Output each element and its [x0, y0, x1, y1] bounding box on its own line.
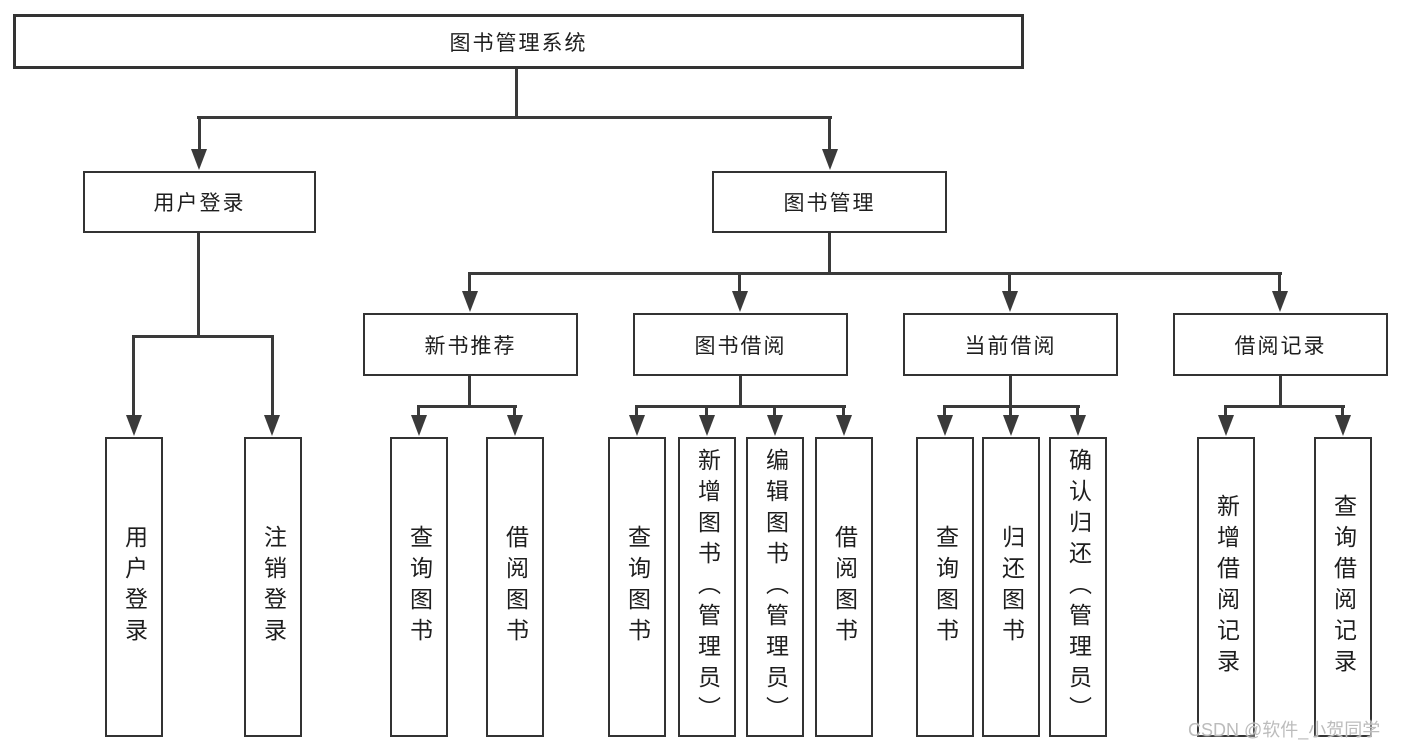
- connector-drop-query-books-1: [417, 405, 420, 418]
- leaf-confirm-return-admin: 确认归还（管理员）: [1049, 437, 1107, 737]
- connector-drop-book-management: [828, 116, 831, 152]
- connector-user-login-branch: [132, 335, 274, 338]
- arrow-leaf-logout-icon: [264, 415, 280, 436]
- connector-drop-borrow-books-1: [513, 405, 516, 418]
- node-book-management-label: 图书管理: [783, 192, 876, 215]
- connector-drop-leaf-logout: [271, 335, 274, 418]
- connector-borrow-records-branch: [1224, 405, 1345, 408]
- leaf-edit-book-admin: 编辑图书（管理员）: [746, 437, 804, 737]
- leaf-query-borrow-record: 查询借阅记录: [1314, 437, 1372, 737]
- leaf-user-login-label: 用户登录: [121, 525, 148, 649]
- connector-drop-add-book: [705, 405, 708, 418]
- csdn-watermark: CSDN @软件_小贺同学: [1188, 720, 1381, 740]
- connector-borrow-records-stem: [1279, 376, 1282, 408]
- node-new-book-recommend-label: 新书推荐: [424, 334, 517, 358]
- leaf-query-books-1-label: 查询图书: [406, 525, 433, 649]
- leaf-return-book: 归还图书: [982, 437, 1040, 737]
- leaf-borrow-books-2: 借阅图书: [815, 437, 873, 737]
- leaf-add-borrow-record: 新增借阅记录: [1197, 437, 1255, 737]
- connector-current-borrow-stem: [1009, 376, 1012, 408]
- connector-book-management-branch: [468, 272, 1282, 275]
- arrow-query-books-2-icon: [629, 415, 645, 436]
- connector-drop-borrow-records: [1278, 272, 1281, 294]
- leaf-borrow-books-2-label: 借阅图书: [831, 525, 858, 649]
- connector-new-book-stem: [468, 376, 471, 408]
- arrow-book-borrow-icon: [732, 291, 748, 312]
- connector-book-borrow-branch: [635, 405, 846, 408]
- node-book-borrow: 图书借阅: [633, 313, 848, 376]
- node-book-management: 图书管理: [712, 171, 947, 233]
- leaf-query-borrow-record-label: 查询借阅记录: [1330, 494, 1357, 680]
- leaf-add-book-admin: 新增图书（管理员）: [678, 437, 736, 737]
- arrow-add-record-icon: [1218, 415, 1234, 436]
- arrow-user-login-icon: [191, 149, 207, 170]
- leaf-query-books-3: 查询图书: [916, 437, 974, 737]
- connector-drop-user-login: [198, 116, 201, 152]
- node-current-borrow: 当前借阅: [903, 313, 1118, 376]
- connector-book-management-stem: [828, 233, 831, 275]
- arrow-confirm-return-icon: [1070, 415, 1086, 436]
- arrow-query-books-1-icon: [411, 415, 427, 436]
- arrow-borrow-records-icon: [1272, 291, 1288, 312]
- arrow-new-book-icon: [462, 291, 478, 312]
- leaf-add-borrow-record-label: 新增借阅记录: [1213, 494, 1240, 680]
- connector-drop-leaf-user-login: [132, 335, 135, 418]
- connector-new-book-branch: [417, 405, 517, 408]
- connector-drop-current-borrow: [1008, 272, 1011, 294]
- arrow-leaf-user-login-icon: [126, 415, 142, 436]
- node-borrow-records: 借阅记录: [1173, 313, 1388, 376]
- connector-drop-query-record: [1341, 405, 1344, 418]
- arrow-borrow-books-1-icon: [507, 415, 523, 436]
- connector-root-branch: [197, 116, 832, 119]
- leaf-confirm-return-admin-label: 确认归还（管理员）: [1065, 447, 1092, 727]
- connector-user-login-stem: [197, 233, 200, 338]
- connector-drop-return-book: [1009, 405, 1012, 418]
- leaf-query-books-2-label: 查询图书: [624, 525, 651, 649]
- node-book-borrow-label: 图书借阅: [694, 334, 787, 358]
- leaf-query-books-1: 查询图书: [390, 437, 448, 737]
- node-user-login: 用户登录: [83, 171, 316, 233]
- connector-drop-book-borrow: [738, 272, 741, 294]
- leaf-logout: 注销登录: [244, 437, 302, 737]
- leaf-user-login: 用户登录: [105, 437, 163, 737]
- leaf-borrow-books-1-label: 借阅图书: [502, 525, 529, 649]
- connector-drop-confirm-return: [1076, 405, 1079, 418]
- leaf-edit-book-admin-label: 编辑图书（管理员）: [762, 447, 789, 727]
- arrow-add-book-icon: [699, 415, 715, 436]
- arrow-return-book-icon: [1003, 415, 1019, 436]
- arrow-current-borrow-icon: [1002, 291, 1018, 312]
- connector-drop-new-book: [468, 272, 471, 294]
- node-user-login-label: 用户登录: [153, 192, 246, 215]
- connector-book-borrow-stem: [739, 376, 742, 408]
- connector-root-stem: [515, 69, 518, 119]
- node-current-borrow-label: 当前借阅: [964, 334, 1057, 358]
- arrow-query-record-icon: [1335, 415, 1351, 436]
- arrow-edit-book-icon: [767, 415, 783, 436]
- leaf-query-books-3-label: 查询图书: [932, 525, 959, 649]
- leaf-return-book-label: 归还图书: [998, 525, 1025, 649]
- leaf-query-books-2: 查询图书: [608, 437, 666, 737]
- connector-drop-query-books-3: [943, 405, 946, 418]
- leaf-borrow-books-1: 借阅图书: [486, 437, 544, 737]
- node-new-book-recommend: 新书推荐: [363, 313, 578, 376]
- arrow-book-management-icon: [822, 149, 838, 170]
- arrow-query-books-3-icon: [937, 415, 953, 436]
- connector-drop-add-record: [1224, 405, 1227, 418]
- node-root-label: 图书管理系统: [449, 31, 588, 55]
- leaf-add-book-admin-label: 新增图书（管理员）: [694, 447, 721, 727]
- node-root: 图书管理系统: [13, 14, 1024, 69]
- arrow-borrow-books-2-icon: [836, 415, 852, 436]
- node-borrow-records-label: 借阅记录: [1234, 334, 1327, 358]
- connector-drop-query-books-2: [635, 405, 638, 418]
- connector-drop-edit-book: [773, 405, 776, 418]
- leaf-logout-label: 注销登录: [260, 525, 287, 649]
- connector-drop-borrow-books-2: [842, 405, 845, 418]
